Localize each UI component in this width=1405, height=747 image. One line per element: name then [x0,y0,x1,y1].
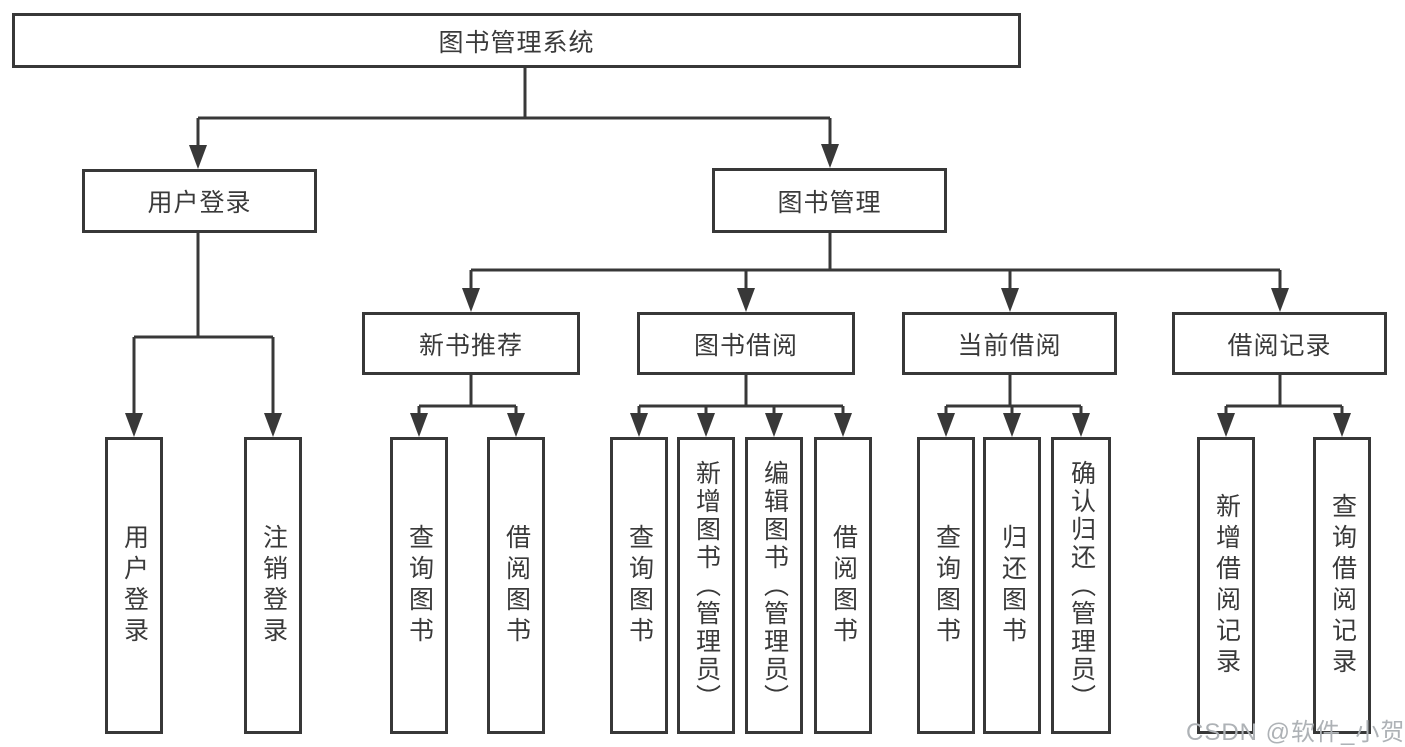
leaf-query-borrow-record-label: 查询借阅记录 [1328,492,1357,679]
leaf-edit-books-admin-label: 编辑图书（管理员） [760,459,789,712]
leaf-query-books-borrowing: 查询图书 [610,437,668,734]
node-new-book-recommend-label: 新书推荐 [418,331,523,360]
connector-user-login-to-leaves [132,233,275,418]
leaf-add-borrow-record-label: 新增借阅记录 [1212,492,1241,679]
node-root-label: 图书管理系统 [438,28,595,57]
leaf-query-books-current: 查询图书 [917,437,975,734]
watermark: CSDN @软件_小贺同学 [1186,719,1405,746]
node-book-borrowing: 图书借阅 [637,312,855,375]
leaf-query-books-recommend: 查询图书 [390,437,448,734]
connector-root-to-level2 [196,68,832,150]
leaf-user-login-label: 用户登录 [120,523,149,648]
connector-borrow-records-to-leaves [1224,375,1344,418]
node-current-borrowing-label: 当前借阅 [957,331,1062,360]
leaf-add-borrow-record: 新增借阅记录 [1197,437,1255,734]
connector-current-borrow-to-leaves [944,375,1083,418]
leaf-query-borrow-record: 查询借阅记录 [1313,437,1371,734]
connector-book-mgmt-to-level3 [469,233,1282,293]
leaf-borrow-books-recommend-label: 借阅图书 [502,523,531,648]
node-user-login: 用户登录 [82,169,317,233]
node-borrowing-records-label: 借阅记录 [1227,331,1332,360]
leaf-logout-label: 注销登录 [259,523,288,648]
leaf-return-books-label: 归还图书 [998,523,1027,648]
node-book-borrowing-label: 图书借阅 [693,331,798,360]
leaf-query-books-current-label: 查询图书 [932,523,961,648]
connector-book-borrow-to-leaves [637,375,845,418]
leaf-query-books-recommend-label: 查询图书 [405,523,434,648]
node-borrowing-records: 借阅记录 [1172,312,1387,375]
node-root: 图书管理系统 [12,13,1021,68]
arrowheads [125,144,1351,437]
node-new-book-recommend: 新书推荐 [362,312,580,375]
node-user-login-label: 用户登录 [147,189,252,217]
node-book-management-label: 图书管理 [777,188,882,217]
leaf-logout: 注销登录 [244,437,302,734]
leaf-add-books-admin-label: 新增图书（管理员） [692,459,721,712]
leaf-confirm-return-admin: 确认归还（管理员） [1051,437,1111,734]
leaf-borrow-books-recommend: 借阅图书 [487,437,545,734]
leaf-borrow-books: 借阅图书 [814,437,872,734]
leaf-add-books-admin: 新增图书（管理员） [677,437,735,734]
leaf-borrow-books-label: 借阅图书 [829,523,858,648]
leaf-return-books: 归还图书 [983,437,1041,734]
leaf-query-books-borrowing-label: 查询图书 [625,523,654,648]
leaf-confirm-return-admin-label: 确认归还（管理员） [1067,459,1096,712]
node-current-borrowing: 当前借阅 [902,312,1117,375]
leaf-user-login: 用户登录 [105,437,163,734]
leaf-edit-books-admin: 编辑图书（管理员） [745,437,803,734]
connector-new-book-rec-to-leaves [417,375,518,418]
node-book-management: 图书管理 [712,168,947,233]
